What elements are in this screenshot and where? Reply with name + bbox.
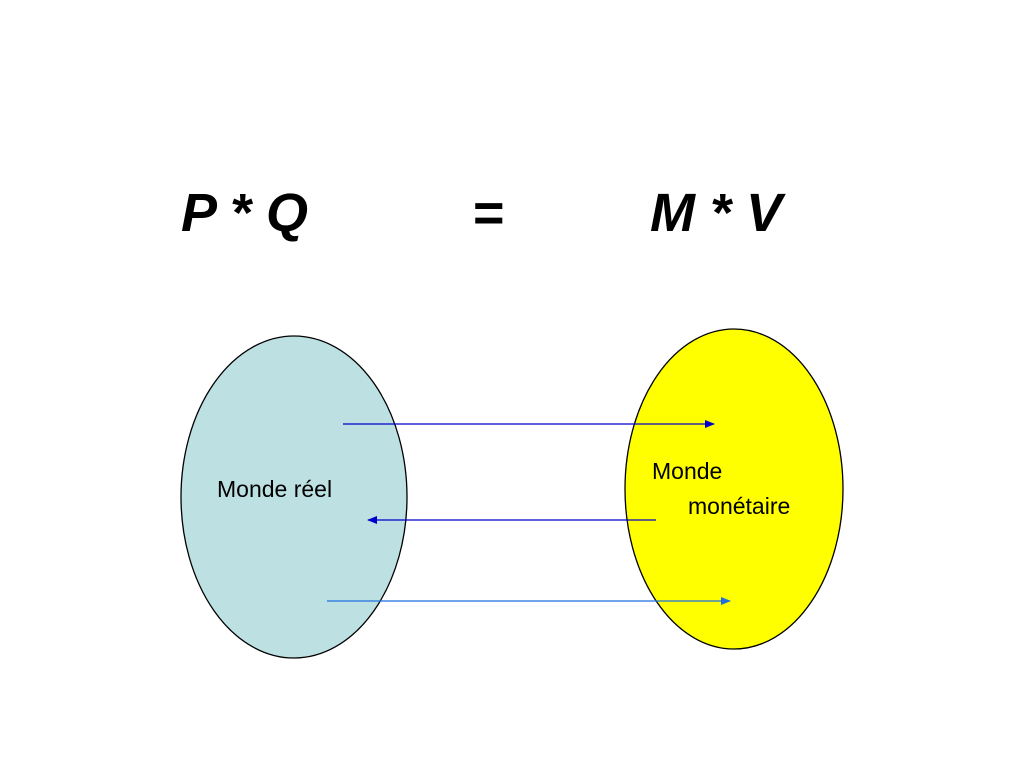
real-world-label: Monde réel <box>217 476 332 502</box>
monetary-world-ellipse <box>624 328 844 650</box>
equation-right: M * V <box>650 183 783 243</box>
equation-operator: = <box>473 183 505 243</box>
monetary-world-label-line1: Monde <box>652 458 722 484</box>
equation-left: P * Q <box>181 183 309 243</box>
real-world-ellipse <box>180 335 408 659</box>
monetary-world-label-line2: monétaire <box>688 493 790 519</box>
